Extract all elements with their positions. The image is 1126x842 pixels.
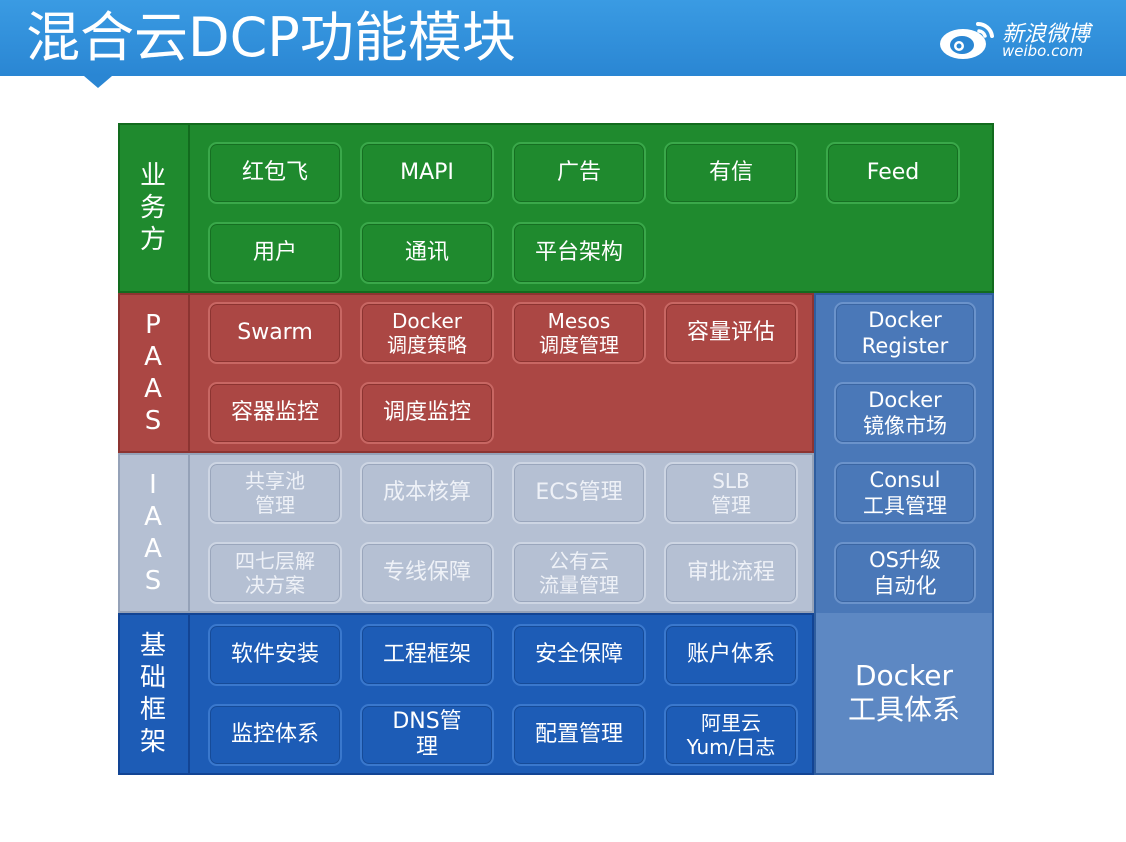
docker-module-box: Consul 工具管理	[834, 462, 976, 524]
docker-tools-title: Docker 工具体系	[847, 659, 960, 726]
module-box: 用户	[208, 222, 342, 284]
module-box: 四七层解 决方案	[208, 542, 342, 604]
module-box: Feed	[826, 142, 960, 204]
module-box: 平台架构	[512, 222, 646, 284]
module-box: 专线保障	[360, 542, 494, 604]
module-box: 软件安装	[208, 624, 342, 686]
module-box: 账户体系	[664, 624, 798, 686]
module-box: 调度监控	[360, 382, 494, 444]
label-paas-text: P A A S	[144, 310, 162, 436]
label-iaas: I A A S	[118, 453, 190, 613]
label-base: 基 础 框 架	[118, 613, 190, 775]
module-box: DNS管 理	[360, 704, 494, 766]
module-box: 配置管理	[512, 704, 646, 766]
module-box: 共享池 管理	[208, 462, 342, 524]
module-box: 安全保障	[512, 624, 646, 686]
module-box: Docker 调度策略	[360, 302, 494, 364]
module-box: 工程框架	[360, 624, 494, 686]
docker-module-box: Docker Register	[834, 302, 976, 364]
docker-module-box: Docker 镜像市场	[834, 382, 976, 444]
label-base-text: 基 础 框 架	[139, 631, 166, 757]
module-box: 监控体系	[208, 704, 342, 766]
module-box: 阿里云 Yum/日志	[664, 704, 798, 766]
module-box: 公有云 流量管理	[512, 542, 646, 604]
logo-name-en: weibo.com	[1002, 42, 1084, 60]
module-box: 通讯	[360, 222, 494, 284]
docker-module-box: OS升级 自动化	[834, 542, 976, 604]
weibo-logo: 新浪微博 weibo.com	[938, 10, 1108, 66]
page-title: 混合云DCP功能模块	[26, 6, 516, 69]
header-bar: 混合云DCP功能模块 新浪微博 weibo.com	[0, 0, 1126, 76]
header-notch	[84, 76, 112, 88]
module-box: 容器监控	[208, 382, 342, 444]
module-box: 容量评估	[664, 302, 798, 364]
module-box: 红包飞	[208, 142, 342, 204]
label-paas: P A A S	[118, 293, 190, 453]
module-box: 审批流程	[664, 542, 798, 604]
label-business-text: 业 务 方	[139, 161, 166, 255]
docker-tools-band	[816, 613, 992, 773]
logo-name-cn: 新浪微博	[1002, 22, 1091, 47]
module-box: 有信	[664, 142, 798, 204]
module-box: 广告	[512, 142, 646, 204]
module-box: Mesos 调度管理	[512, 302, 646, 364]
module-box: MAPI	[360, 142, 494, 204]
label-business: 业 务 方	[118, 123, 190, 293]
module-box: SLB 管理	[664, 462, 798, 524]
module-box: 成本核算	[360, 462, 494, 524]
label-iaas-text: I A A S	[144, 470, 162, 596]
module-box: ECS管理	[512, 462, 646, 524]
module-box: Swarm	[208, 302, 342, 364]
weibo-eye-icon	[940, 21, 994, 59]
